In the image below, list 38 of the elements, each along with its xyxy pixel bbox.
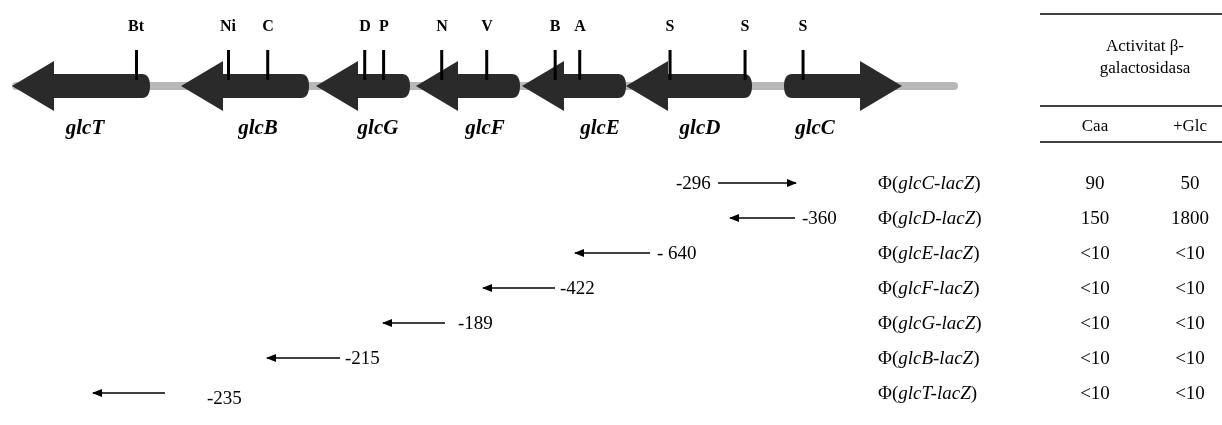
gene-name: glcF (465, 116, 505, 138)
position-label: -360 (802, 207, 837, 229)
activity-value: <10 (1175, 277, 1205, 299)
position-label: -189 (458, 312, 493, 334)
activity-value: <10 (1175, 382, 1205, 404)
activity-value: <10 (1080, 277, 1110, 299)
fusion-name: Φ(glcG-lacZ) (878, 312, 982, 334)
activity-value: <10 (1175, 312, 1205, 334)
activity-value: <10 (1080, 242, 1110, 264)
gene-name: glcD (679, 116, 721, 138)
position-label: -235 (207, 387, 242, 409)
column-header: +Glc (1172, 115, 1208, 137)
activity-value: <10 (1080, 382, 1110, 404)
fusion-name: Φ(glcB-lacZ) (878, 347, 980, 369)
activity-value: 150 (1080, 207, 1110, 229)
column-header: Activitat β-galactosidasa (1098, 35, 1192, 79)
activity-value: <10 (1080, 347, 1110, 369)
column-header: Caa (1081, 115, 1109, 137)
position-label: - 640 (657, 242, 697, 264)
activity-value: 90 (1085, 172, 1105, 194)
gene-name: glcT (65, 116, 105, 138)
activity-value: <10 (1080, 312, 1110, 334)
fusion-name: Φ(glcE-lacZ) (878, 242, 980, 264)
gene-name: glcE (580, 116, 620, 138)
activity-value: <10 (1175, 242, 1205, 264)
fusion-name: Φ(glcC-lacZ) (878, 172, 981, 194)
activity-value: 50 (1180, 172, 1200, 194)
fusion-name: Φ(glcD-lacZ) (878, 207, 982, 229)
position-label: -296 (676, 172, 711, 194)
gene-name: glcG (357, 116, 399, 138)
activity-value: <10 (1175, 347, 1205, 369)
gene-name: glcC (795, 116, 835, 138)
position-label: -215 (345, 347, 380, 369)
position-label: -422 (560, 277, 595, 299)
fusion-name: Φ(glcT-lacZ) (878, 382, 978, 404)
gene-name: glcB (238, 116, 278, 138)
fusion-name: Φ(glcF-lacZ) (878, 277, 980, 299)
activity-value: 1800 (1171, 207, 1209, 229)
